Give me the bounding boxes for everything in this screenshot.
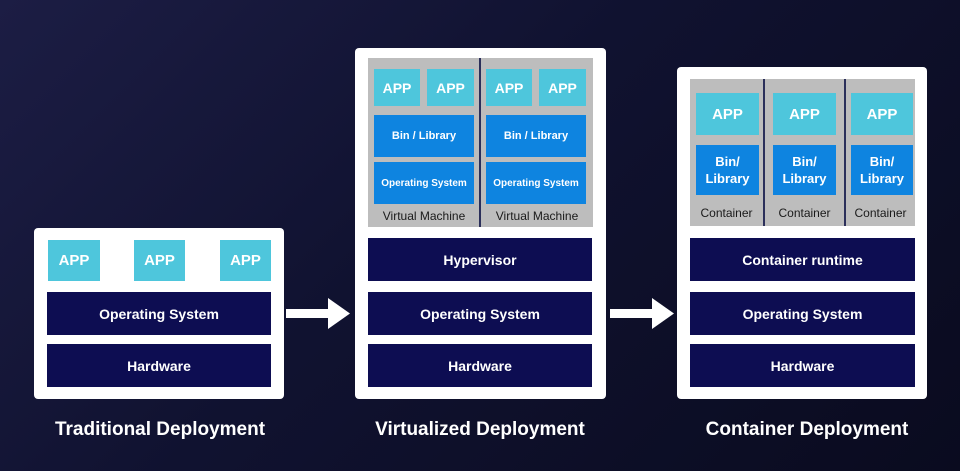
virtualized-deployment-title: Virtualized Deployment	[375, 419, 585, 440]
container2-bin-line2: Library	[782, 171, 827, 186]
container1-bin-library: Bin/ Library	[696, 145, 759, 195]
virtualized-operating-system: Operating System	[368, 292, 592, 335]
vm2-app-1: APP	[486, 69, 532, 106]
container2-app: APP	[773, 93, 836, 135]
container1-app: APP	[696, 93, 759, 135]
vm-divider	[479, 58, 481, 227]
container-deployment-title: Container Deployment	[705, 419, 909, 440]
container2-bin-library: Bin/ Library	[773, 145, 836, 195]
container3-app: APP	[851, 93, 913, 135]
container-runtime: Container runtime	[690, 238, 915, 281]
container-divider-2	[844, 79, 846, 226]
vm1-operating-system: Operating System	[374, 162, 474, 204]
container1-bin-line2: Library	[705, 171, 750, 186]
vm2-label: Virtual Machine	[495, 209, 579, 223]
container-divider-1	[763, 79, 765, 226]
vm1-app-2: APP	[427, 69, 474, 106]
container2-bin-line1: Bin/	[792, 154, 817, 169]
vm1-app-1: APP	[374, 69, 420, 106]
arrow-right-icon	[610, 298, 674, 329]
traditional-app-1: APP	[48, 240, 100, 281]
traditional-hardware: Hardware	[47, 344, 271, 387]
traditional-deployment-title: Traditional Deployment	[54, 419, 266, 440]
container3-bin-library: Bin/ Library	[851, 145, 913, 195]
vm1-bin-library: Bin / Library	[374, 115, 474, 157]
vm1-label: Virtual Machine	[382, 209, 466, 223]
container3-label: Container	[854, 206, 907, 220]
container1-label: Container	[700, 206, 753, 220]
container-hardware: Hardware	[690, 344, 915, 387]
vm2-app-2: APP	[539, 69, 586, 106]
vm2-bin-library: Bin / Library	[486, 115, 586, 157]
traditional-app-3: APP	[220, 240, 271, 281]
virtualized-hardware: Hardware	[368, 344, 592, 387]
arrow-right-icon	[286, 298, 350, 329]
hypervisor: Hypervisor	[368, 238, 592, 281]
container3-bin-line1: Bin/	[869, 154, 895, 169]
vm2-operating-system: Operating System	[486, 162, 586, 204]
container-operating-system: Operating System	[690, 292, 915, 335]
container2-label: Container	[778, 206, 831, 220]
container3-bin-line2: Library	[859, 171, 905, 186]
traditional-operating-system: Operating System	[47, 292, 271, 335]
container1-bin-line1: Bin/	[715, 154, 740, 169]
traditional-app-2: APP	[134, 240, 185, 281]
